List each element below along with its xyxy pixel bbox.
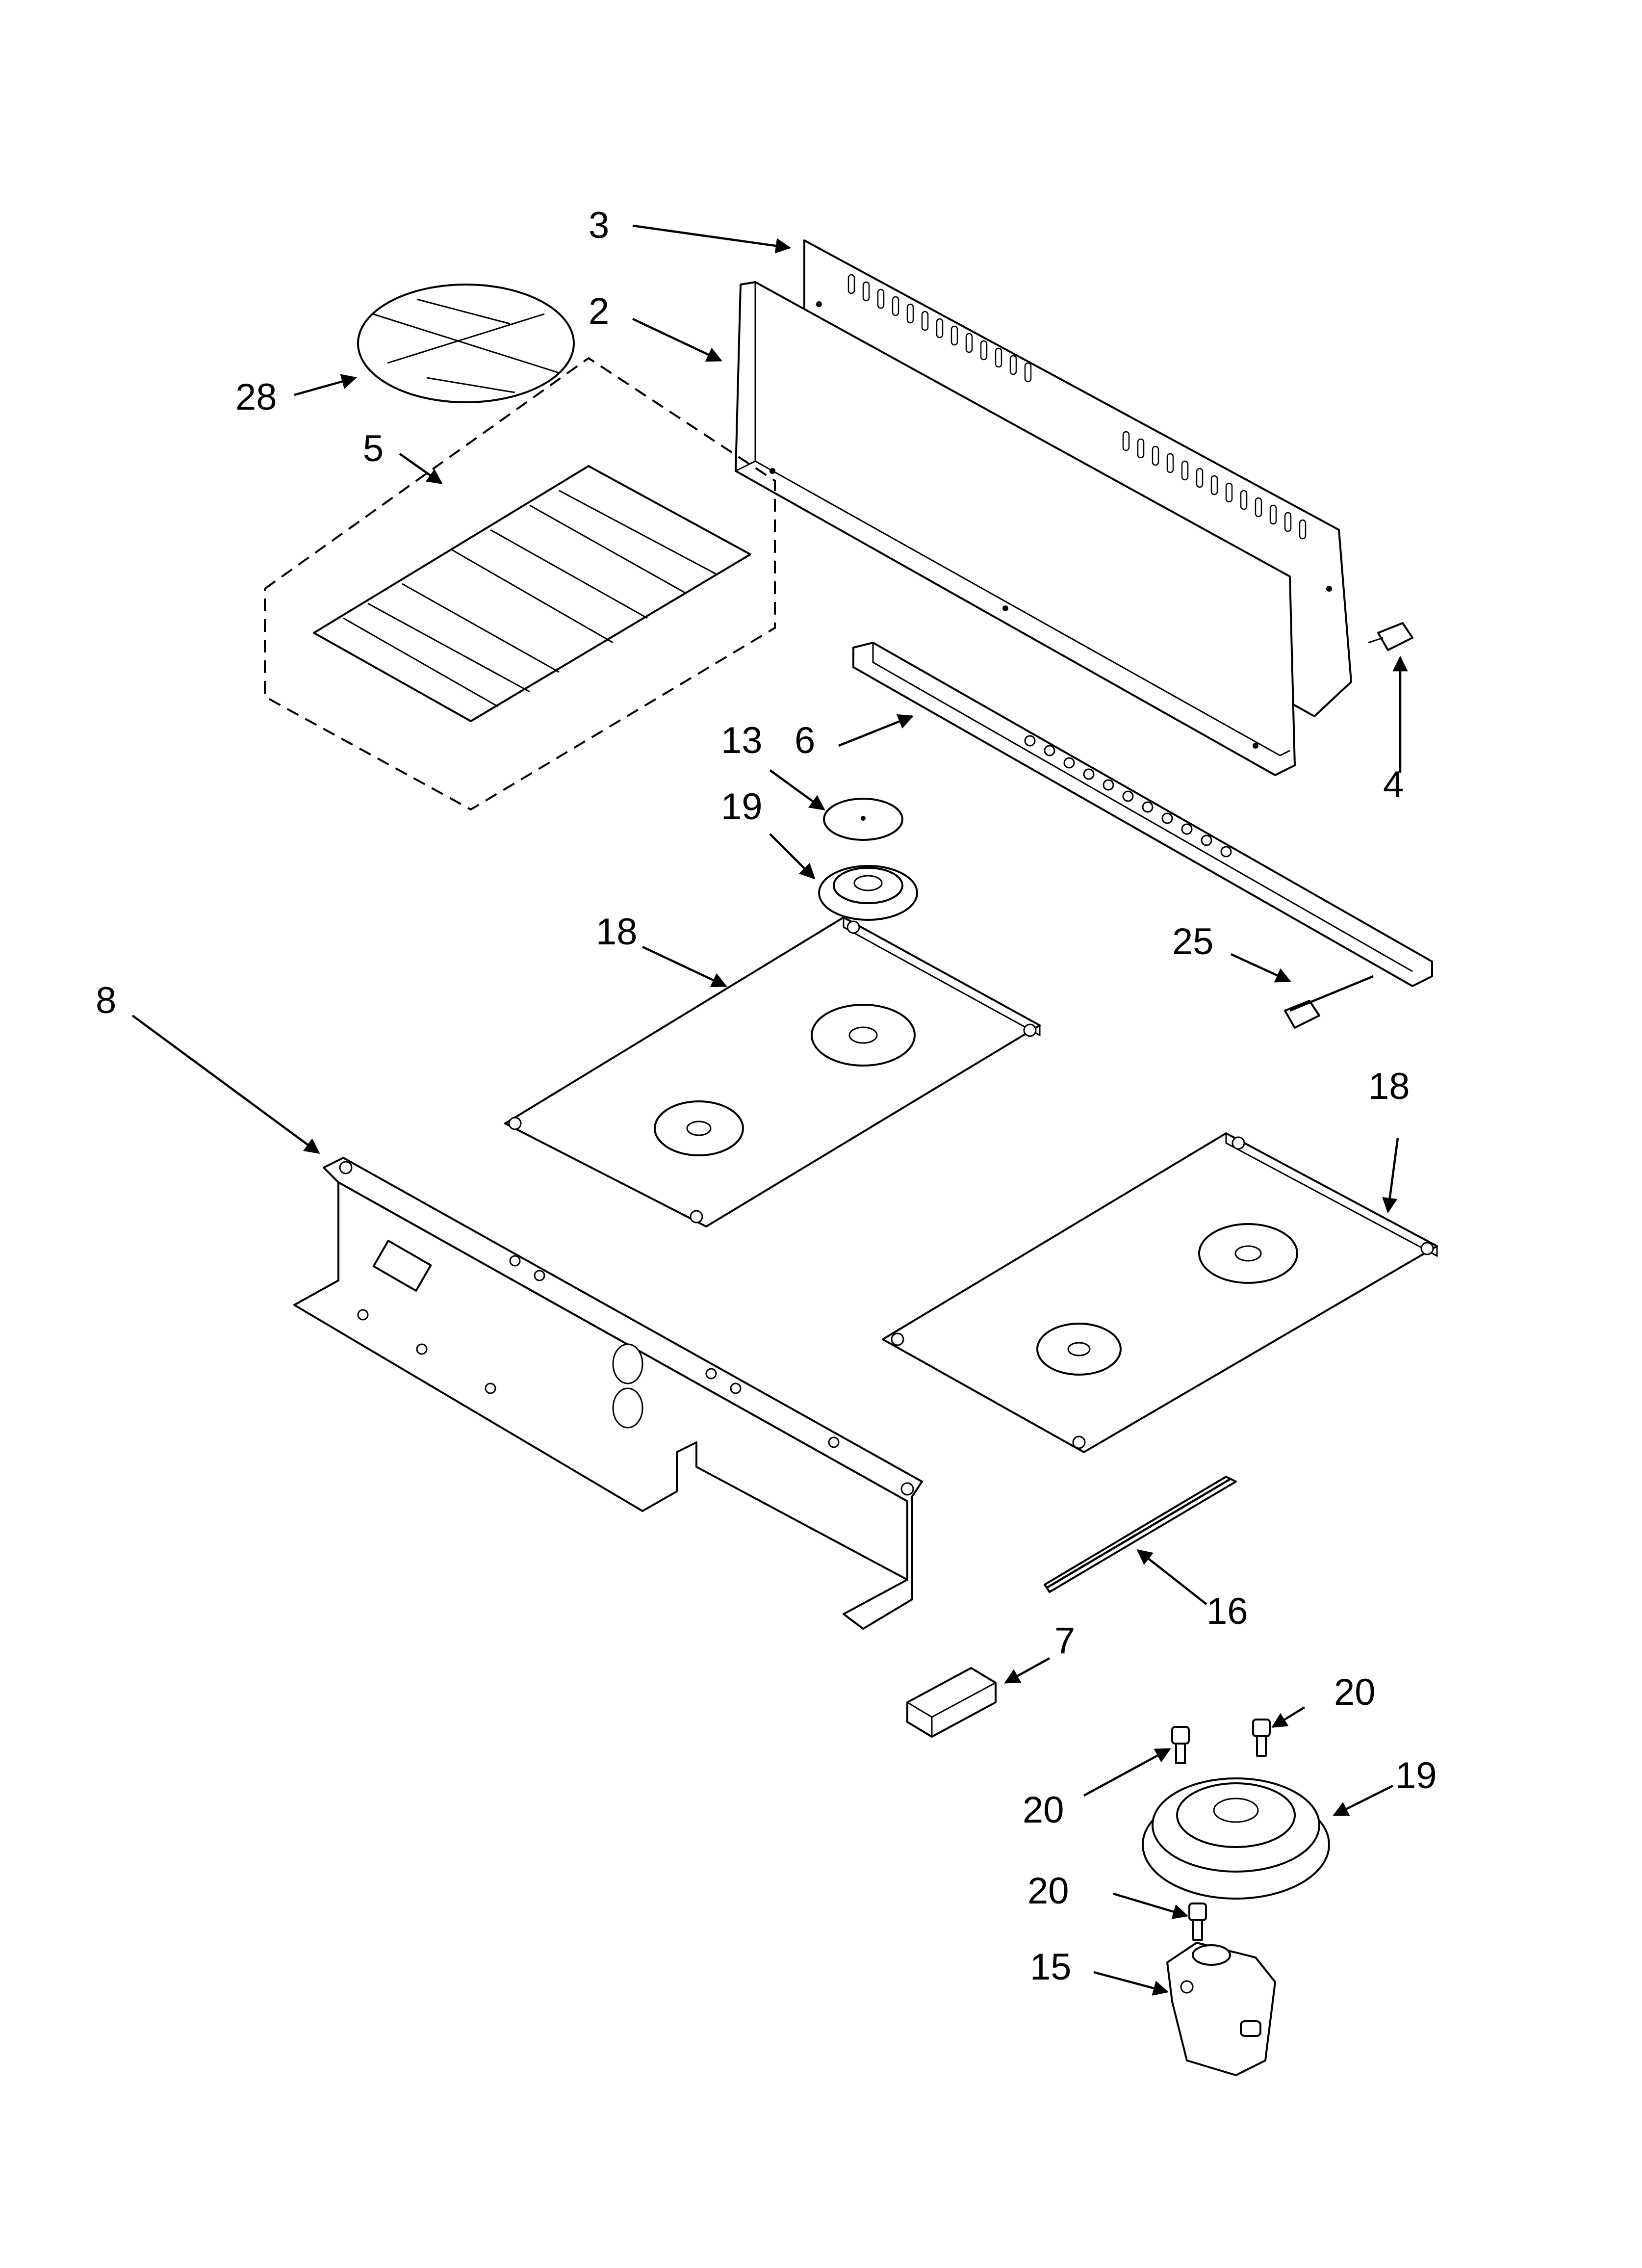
part-screw-manifold [1284, 1000, 1320, 1029]
part-screw-20a [1171, 1726, 1190, 1764]
callout-5: 5 [363, 428, 384, 469]
part-manifold-bracket [852, 642, 1433, 987]
part-burner-cap [823, 798, 903, 841]
callout-28: 28 [235, 376, 277, 418]
part-backguard [735, 281, 1296, 776]
callout-labels: 3 2 28 5 4 6 13 19 18 25 8 18 16 7 20 20… [96, 205, 1437, 1988]
part-burner-plate-lower [882, 1132, 1438, 1453]
part-screw-20b [1252, 1719, 1271, 1757]
callout-4: 4 [1383, 764, 1404, 806]
leader-lines [131, 224, 1408, 1996]
vent-slots-upper [847, 274, 1032, 383]
callout-19-lower: 19 [1395, 1755, 1437, 1797]
vent-slots-lower [1122, 431, 1307, 540]
callout-18-lower: 18 [1368, 1066, 1410, 1107]
callout-20-c: 20 [1027, 1870, 1069, 1912]
callout-18-upper: 18 [596, 911, 638, 953]
part-front-manifold-panel [293, 1157, 923, 1630]
callout-13: 13 [721, 720, 763, 761]
part-orifice-holder [1166, 1942, 1276, 2076]
part-burner-plate-upper [504, 916, 1041, 1227]
callout-7: 7 [1054, 1620, 1075, 1662]
part-burner-head-upper [818, 865, 918, 921]
part-screw-20c [1188, 1903, 1207, 1941]
callout-2: 2 [589, 290, 609, 332]
callout-15: 15 [1030, 1946, 1072, 1988]
callout-3: 3 [589, 205, 609, 246]
callout-6: 6 [795, 720, 815, 761]
callout-20-b: 20 [1023, 1789, 1064, 1831]
part-grate-mat [357, 284, 575, 403]
part-burner-grate [264, 357, 776, 811]
callout-25: 25 [1172, 921, 1214, 963]
callout-16: 16 [1206, 1590, 1248, 1632]
callout-20-a: 20 [1334, 1671, 1376, 1713]
callout-8: 8 [96, 980, 116, 1021]
part-seal-strip [1044, 1476, 1237, 1593]
part-screw-backguard [1368, 622, 1413, 651]
part-bracket-small [906, 1667, 997, 1738]
part-burner-base-lower [1142, 1777, 1330, 1900]
callout-19-upper: 19 [721, 786, 763, 828]
